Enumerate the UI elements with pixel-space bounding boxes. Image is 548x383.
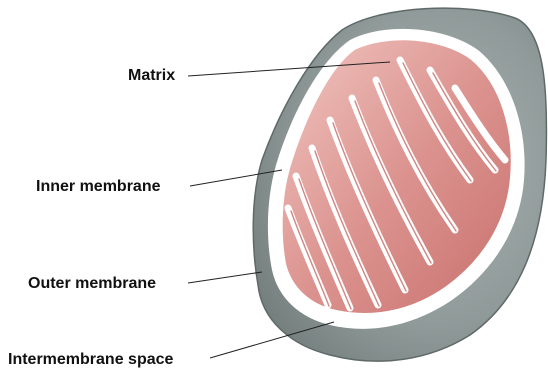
outer-membrane-label: Outer membrane: [28, 275, 156, 292]
matrix-label: Matrix: [128, 67, 175, 84]
inner-membrane-label: Inner membrane: [36, 178, 161, 195]
outer-membrane-leader-line: [188, 272, 262, 283]
intermembrane-space-label: Intermembrane space: [8, 351, 174, 368]
